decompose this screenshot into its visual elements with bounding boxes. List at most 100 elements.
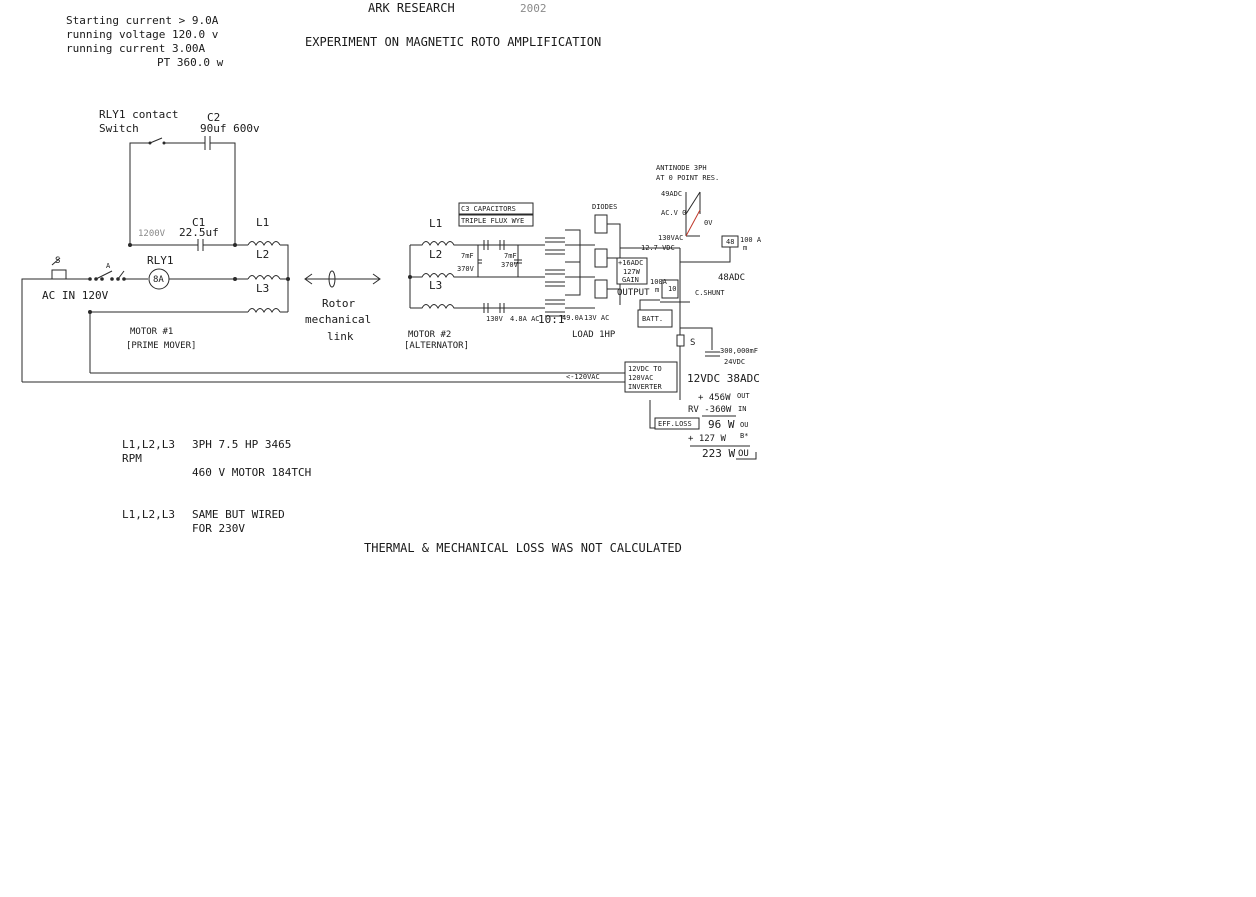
antinode-line2: AT 0 POINT RES. bbox=[656, 174, 719, 182]
output-switch-label: S bbox=[690, 338, 695, 348]
ammeter-wire bbox=[680, 247, 731, 263]
ac-input-label: AC IN 120V bbox=[42, 289, 109, 302]
company-name: ARK RESEARCH bbox=[368, 1, 455, 15]
cap-right-value: 7mF bbox=[504, 252, 517, 260]
b-label: B* bbox=[740, 432, 748, 440]
vac-130-label: 130VAC bbox=[658, 234, 683, 242]
relay-switch-label: Switch bbox=[99, 122, 139, 135]
note-l-label-2: L1,L2,L3 bbox=[122, 508, 175, 521]
note-l-label-1: L1,L2,L3 bbox=[122, 438, 175, 451]
ou-label: OU bbox=[740, 421, 748, 429]
diode-bridges bbox=[594, 214, 680, 305]
relay-loop-wiring bbox=[129, 136, 236, 245]
gain-watts: 127W bbox=[623, 268, 641, 276]
note-l-desc-1: 3PH 7.5 HP 3465 bbox=[192, 438, 291, 451]
vdc-24-label: 24VDC bbox=[724, 358, 745, 366]
adc-48-label: 48ADC bbox=[718, 273, 745, 283]
c3-capacitors-box bbox=[458, 202, 534, 215]
acv-0-label: AC.V 0 bbox=[661, 209, 686, 217]
motor1-coil-l3: L3 bbox=[256, 282, 269, 295]
link-label-mechanical: mechanical bbox=[305, 313, 371, 326]
motor2-wiring bbox=[408, 229, 595, 317]
out-label: OUT bbox=[737, 392, 750, 400]
motor2-coil-l1: L1 bbox=[429, 217, 442, 230]
antinode-line1: ANTINODE 3PH bbox=[656, 164, 707, 172]
note-thermal: THERMAL & MECHANICAL LOSS WAS NOT CALCUL… bbox=[364, 541, 682, 555]
inverter-line3: INVERTER bbox=[628, 383, 663, 391]
inverter-line1: 12VDC TO bbox=[628, 365, 662, 373]
motor1-sublabel: [PRIME MOVER] bbox=[126, 341, 196, 351]
ammeter-rating: 100 A bbox=[740, 236, 762, 244]
in-label: IN bbox=[738, 405, 746, 413]
spec-running-voltage: running voltage 120.0 v bbox=[66, 28, 219, 41]
switch-a-label: A bbox=[106, 262, 111, 270]
sum-underline bbox=[736, 452, 757, 460]
motor1-wiring bbox=[21, 239, 625, 383]
gain-box bbox=[616, 257, 648, 285]
shunt-label: C.SHUNT bbox=[695, 289, 725, 297]
load-label: LOAD 1HP bbox=[572, 330, 616, 340]
c1-voltage: 1200V bbox=[138, 229, 166, 239]
motor2-coil-l2: L2 bbox=[429, 248, 442, 261]
gain-label: GAIN bbox=[622, 276, 639, 284]
spec-starting-current: Starting current > 9.0A bbox=[66, 14, 219, 27]
cap-left-value: 7mF bbox=[461, 252, 474, 260]
voltage-13-label: 13V AC bbox=[584, 314, 609, 322]
vdc-127-label: 12.7 VDC bbox=[641, 244, 675, 252]
gain-top-label: +16ADC bbox=[618, 259, 643, 267]
c1-name: C1 bbox=[192, 216, 205, 229]
eff-loss-label: EFF.LOSS bbox=[658, 420, 692, 428]
vac-120-label: <-120VAC bbox=[566, 373, 600, 381]
battery-box bbox=[637, 309, 673, 328]
inverter-box bbox=[624, 361, 678, 393]
triple-flux-label: TRIPLE FLUX WYE bbox=[461, 217, 524, 225]
shunt-meter-m: m bbox=[655, 286, 659, 294]
motor2-label: MOTOR #2 bbox=[408, 330, 451, 340]
diodes-label: DIODES bbox=[592, 203, 617, 211]
experiment-title: EXPERIMENT ON MAGNETIC ROTO AMPLIFICATIO… bbox=[305, 35, 601, 49]
eff-loss-box bbox=[654, 417, 700, 430]
triple-flux-box bbox=[458, 214, 534, 227]
note-rpm: RPM bbox=[122, 452, 142, 465]
watts-456: + 456W bbox=[698, 393, 731, 403]
watts-223: 223 W bbox=[702, 447, 735, 460]
output-label: OUTPUT bbox=[617, 288, 650, 298]
dv-0-label: 0V bbox=[704, 219, 713, 227]
relay-contact-label: RLY1 contact bbox=[99, 108, 178, 121]
year-label: 2002 bbox=[520, 2, 547, 15]
rotor-link-arrow bbox=[304, 270, 381, 288]
note-l-desc-2: SAME BUT WIRED bbox=[192, 508, 285, 521]
ammeter-m-label: m bbox=[743, 244, 747, 252]
inverter-line2: 120VAC bbox=[628, 374, 653, 382]
motor2-sublabel: [ALTERNATOR] bbox=[404, 341, 469, 351]
rv-360: RV -360W bbox=[688, 405, 732, 415]
switch-s-label: S bbox=[55, 256, 60, 266]
ou2-label: OU bbox=[738, 449, 749, 459]
motor2-coil-l3: L3 bbox=[429, 279, 442, 292]
c2-name: C2 bbox=[207, 111, 220, 124]
spec-power-total: PT 360.0 w bbox=[157, 56, 224, 69]
transformer-ratio: 10:1 bbox=[538, 313, 565, 326]
voltage-130-label: 130V bbox=[486, 315, 504, 323]
cap-left-voltage: 370V bbox=[457, 265, 475, 273]
cap-300-label: 300,000mF bbox=[720, 347, 758, 355]
link-label-link: link bbox=[327, 330, 354, 343]
shunt-meter-value: 10 bbox=[668, 285, 676, 293]
cap-right-voltage: 370V bbox=[501, 261, 519, 269]
watts-96: 96 W bbox=[708, 418, 735, 431]
c2-value: 90uf 600v bbox=[200, 122, 260, 135]
note-motor-desc: 460 V MOTOR 184TCH bbox=[192, 466, 311, 479]
c1-value: 22.5uf bbox=[179, 226, 219, 239]
relay-name: RLY1 bbox=[147, 254, 174, 267]
vdc-12-label: 12VDC 38ADC bbox=[687, 372, 760, 385]
shunt-rating: 100A bbox=[650, 278, 668, 286]
link-label-rotor: Rotor bbox=[322, 297, 355, 310]
c3-capacitors-label: C3 CAPACITORS bbox=[461, 205, 516, 213]
ammeter-value: 48 bbox=[726, 238, 734, 246]
current-49-label: 49.0A bbox=[562, 314, 584, 322]
output-switch bbox=[676, 334, 685, 347]
spec-running-current: running current 3.00A bbox=[66, 42, 205, 55]
note-l-desc-3: FOR 230V bbox=[192, 522, 245, 535]
adc-49-label: 49ADC bbox=[661, 190, 682, 198]
